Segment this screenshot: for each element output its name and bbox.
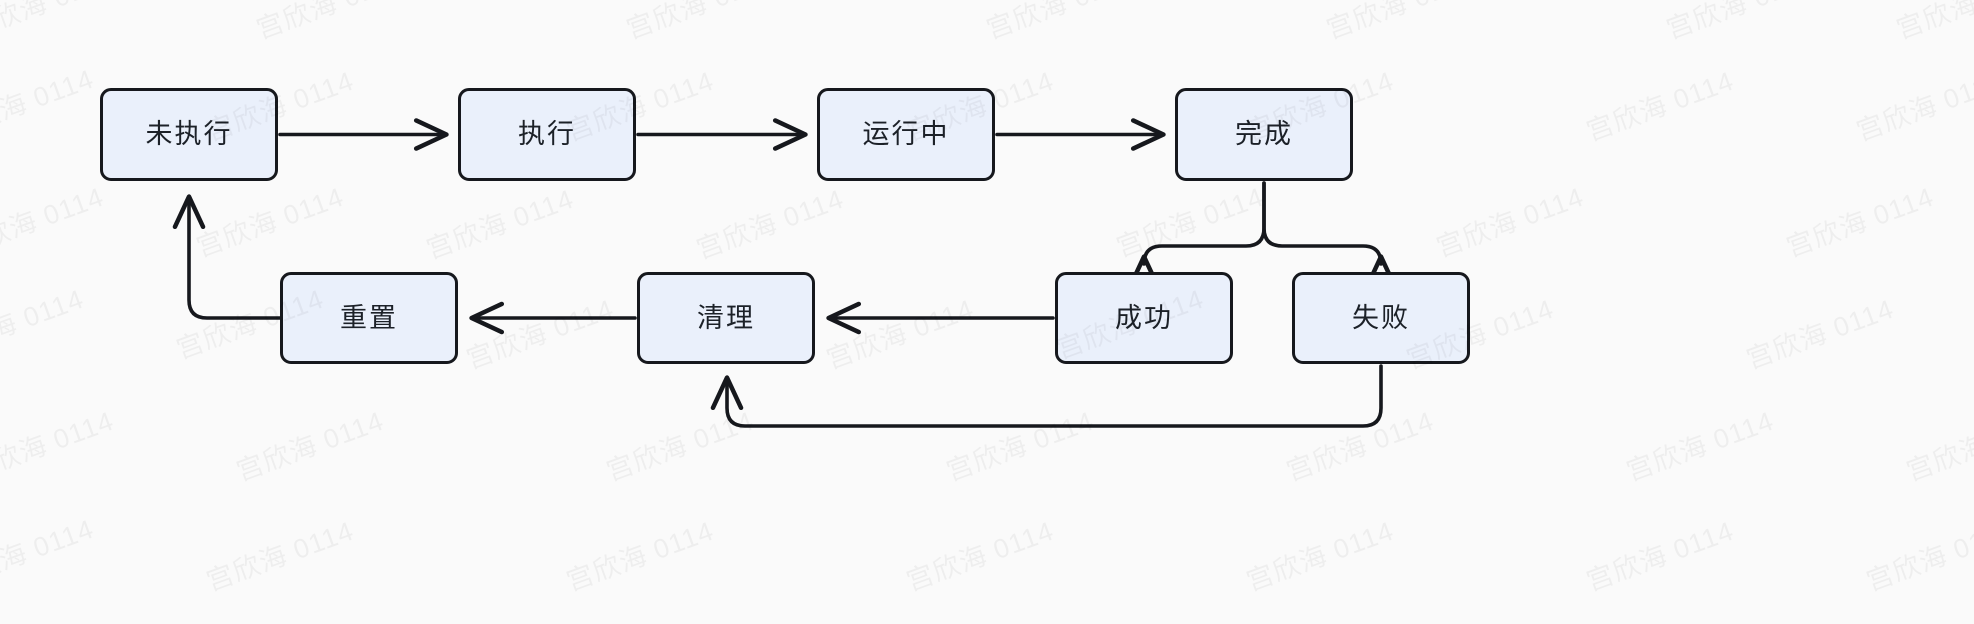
node-cleanup-label: 清理 (697, 302, 755, 333)
node-execute[interactable]: 执行 (458, 88, 636, 181)
node-reset-label: 重置 (340, 302, 398, 333)
node-cleanup[interactable]: 清理 (637, 272, 815, 364)
edge-failure-to-cleanup (710, 364, 1383, 428)
node-failure-label: 失败 (1352, 302, 1410, 333)
node-failure[interactable]: 失败 (1292, 272, 1470, 364)
node-reset[interactable]: 重置 (280, 272, 458, 364)
node-finished[interactable]: 完成 (1175, 88, 1353, 181)
node-pending[interactable]: 未执行 (100, 88, 278, 181)
node-success-label: 成功 (1115, 302, 1173, 333)
edge-reset-to-pending (172, 194, 282, 320)
edge-finished-to-success (1127, 181, 1266, 290)
node-running[interactable]: 运行中 (817, 88, 995, 181)
node-execute-label: 执行 (518, 119, 576, 149)
node-success[interactable]: 成功 (1055, 272, 1233, 364)
node-pending-label: 未执行 (145, 119, 233, 149)
node-running-label: 运行中 (862, 119, 950, 149)
edge-finished-to-failure (1262, 181, 1398, 290)
node-finished-label: 完成 (1235, 119, 1293, 149)
